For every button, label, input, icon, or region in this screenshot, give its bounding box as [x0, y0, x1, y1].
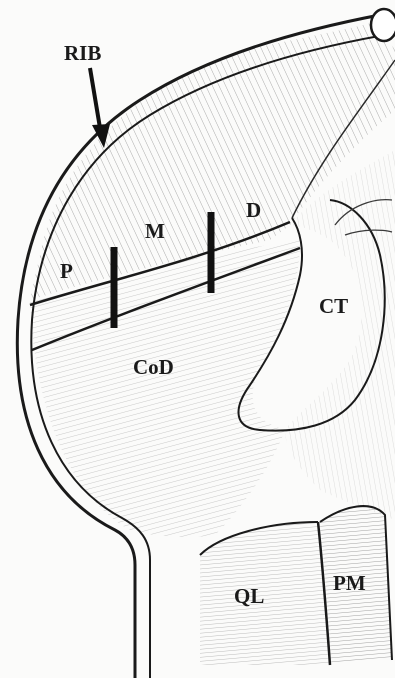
label-m: M [145, 221, 165, 242]
label-ql: QL [234, 586, 264, 607]
label-d: D [246, 200, 261, 221]
ql-region [200, 522, 330, 665]
label-cod: CoD [133, 357, 174, 378]
label-p: P [60, 261, 73, 282]
label-rib: RIB [64, 43, 101, 64]
rib-head [371, 9, 395, 41]
rib-arrow-shaft [90, 68, 100, 128]
label-ct: CT [319, 296, 348, 317]
label-pm: PM [333, 573, 366, 594]
